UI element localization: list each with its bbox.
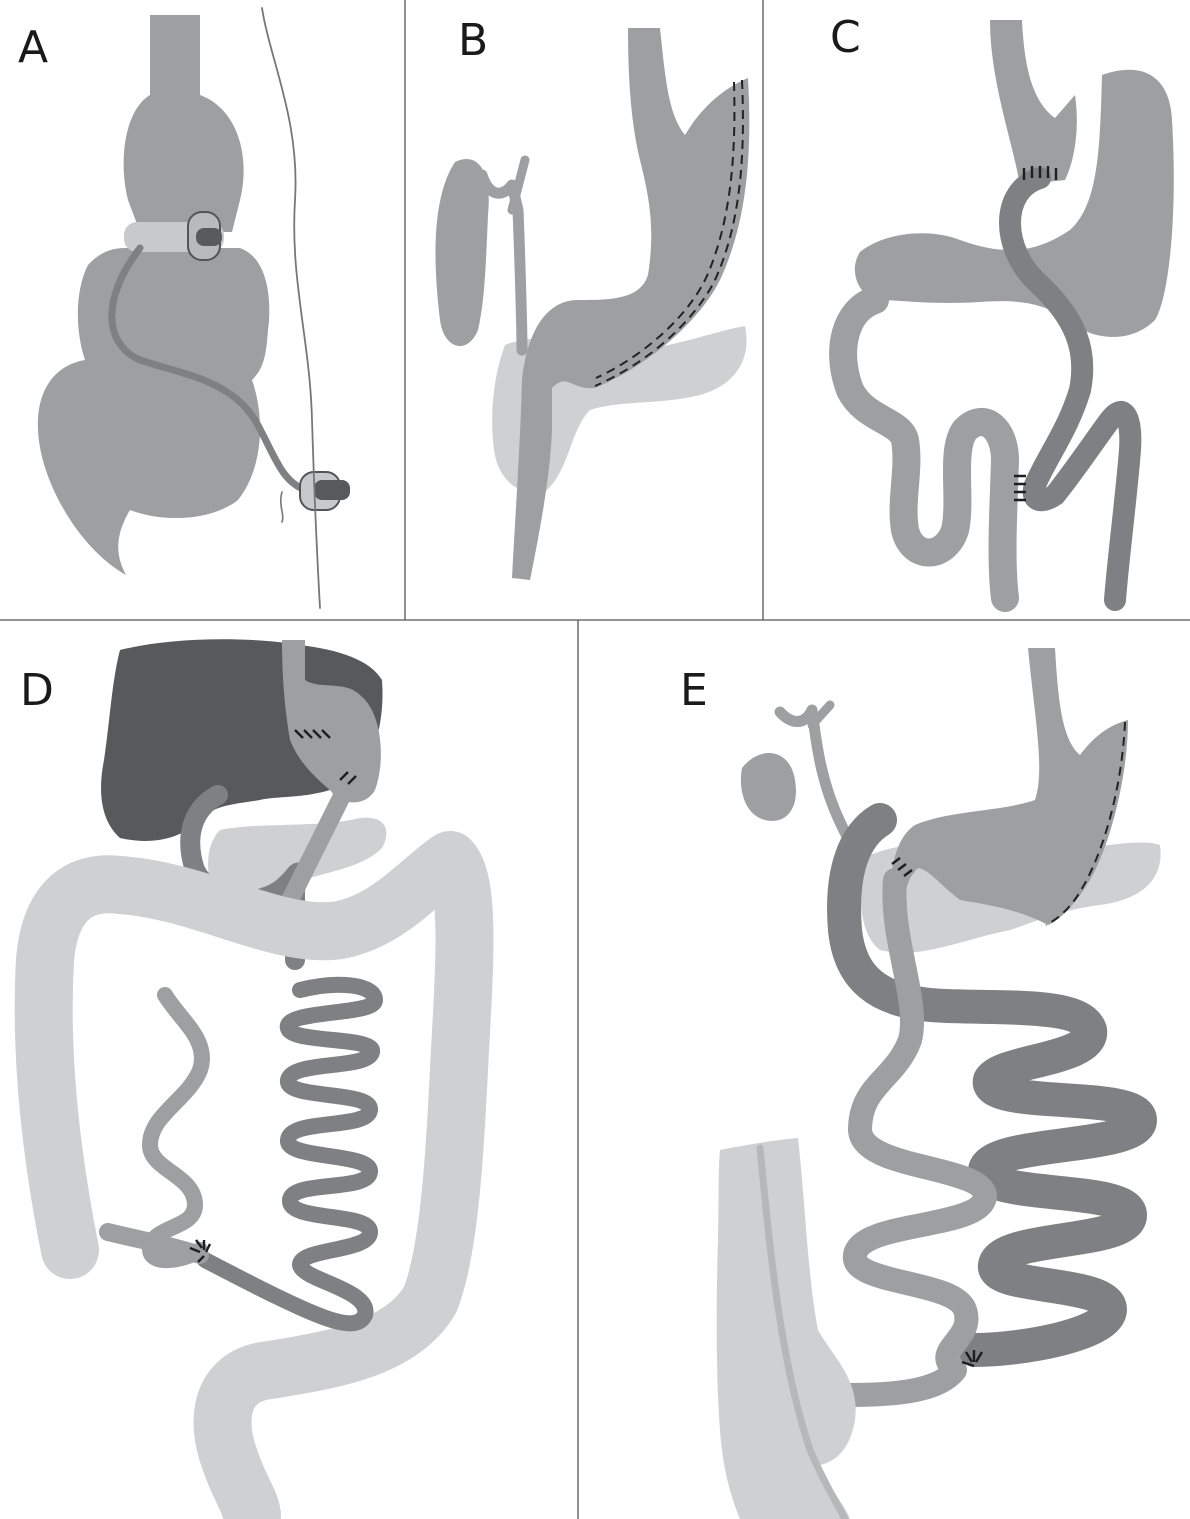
common-channel <box>150 995 202 1260</box>
panel-a: A <box>18 8 350 608</box>
panel-label-e: E <box>680 665 708 716</box>
port-reservoir <box>314 480 350 500</box>
abdominal-wall-line <box>262 8 320 608</box>
band-clasp <box>196 228 222 246</box>
alimentary-limb-e <box>850 880 985 1395</box>
panel-e: E <box>680 648 1161 1519</box>
ileocecal-segment <box>108 1232 200 1255</box>
panel-label-c: C <box>830 12 861 63</box>
esophagus-c <box>990 20 1077 185</box>
panel-c: C <box>830 12 1174 600</box>
panel-label-a: A <box>18 22 48 73</box>
esophagus <box>124 15 244 232</box>
cecum-colon-e <box>717 1138 856 1519</box>
gallbladder-e <box>741 753 796 821</box>
panel-label-b: B <box>458 15 488 66</box>
gallbladder <box>435 159 488 346</box>
bile-duct-branch <box>512 160 525 210</box>
stomach-lower <box>38 248 269 575</box>
port-tether <box>281 492 283 522</box>
panel-label-d: D <box>20 665 54 716</box>
colon <box>44 860 465 1515</box>
jejunum-coils <box>205 985 375 1324</box>
panel-d: D <box>20 639 464 1515</box>
panel-b: B <box>435 15 749 580</box>
sleeve-stomach <box>512 28 749 580</box>
biliopancreatic-limb <box>843 300 1005 598</box>
